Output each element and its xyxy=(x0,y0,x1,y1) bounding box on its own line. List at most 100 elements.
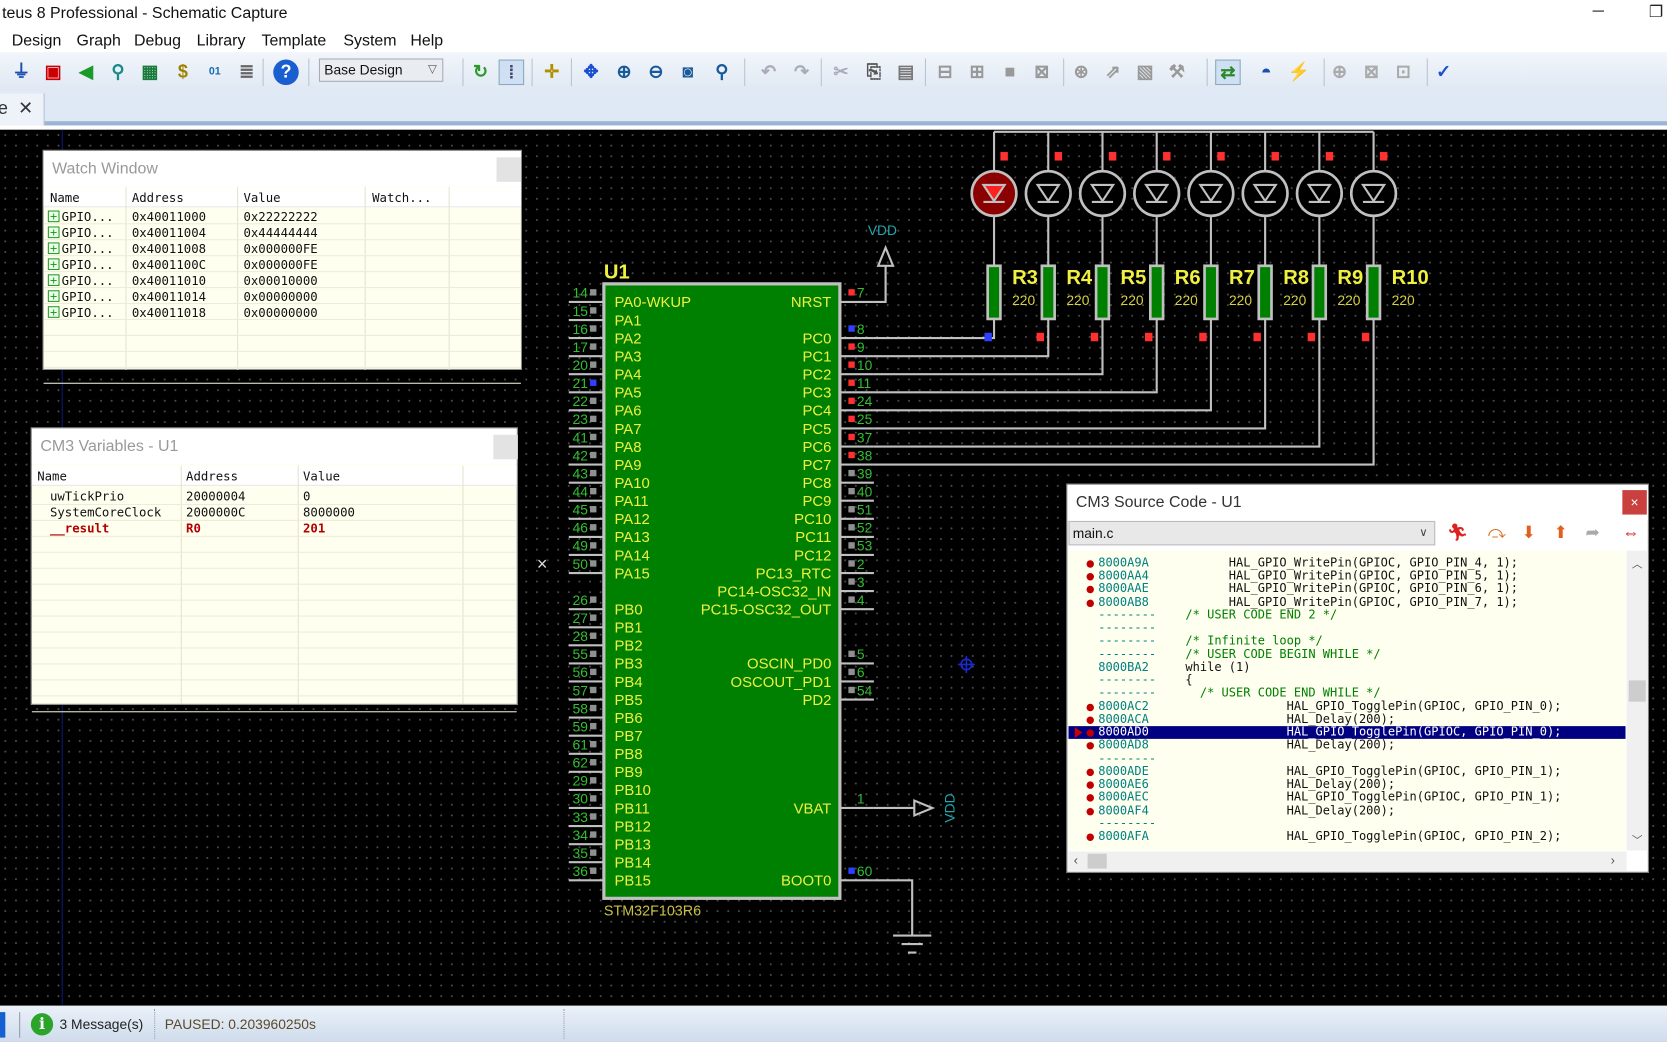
code-line[interactable]: 8000AB8 HAL_GPIO_WritePin(GPIOC, GPIO_PI… xyxy=(1068,595,1625,609)
tab-schematic[interactable]: e ✕ xyxy=(0,93,45,126)
code-line[interactable]: 8000A9A HAL_GPIO_WritePin(GPIOC, GPIO_PI… xyxy=(1068,556,1625,570)
resistor[interactable] xyxy=(986,264,1002,321)
component-mode-icon[interactable]: ⏚ xyxy=(12,61,31,82)
led[interactable] xyxy=(1349,169,1398,218)
code-line[interactable]: 8000AF4 HAL_Delay(200); xyxy=(1068,804,1625,817)
variables-window-close-button[interactable] xyxy=(493,434,518,460)
copy-icon[interactable]: ⎘ xyxy=(866,61,882,82)
step-into-icon[interactable]: ⬇ xyxy=(1521,524,1536,543)
source-window-close-button[interactable]: × xyxy=(1622,490,1647,515)
led[interactable] xyxy=(1133,169,1181,218)
make-device-icon[interactable]: ⇗ xyxy=(1105,61,1121,82)
led[interactable] xyxy=(1241,169,1289,218)
breakpoint-icon[interactable] xyxy=(1086,716,1094,724)
zoom-area-icon[interactable]: ⚲ xyxy=(715,61,729,82)
pan-icon[interactable]: ✥ xyxy=(583,61,599,82)
breakpoint-icon[interactable] xyxy=(1086,599,1094,607)
minimize-button[interactable]: ─ xyxy=(1592,2,1604,21)
code-line[interactable]: --------/* USER CODE END 2 */ xyxy=(1068,608,1625,622)
bill-of-materials-icon[interactable]: $ xyxy=(177,61,188,82)
wire[interactable] xyxy=(873,318,1212,412)
wire[interactable] xyxy=(873,318,996,340)
breakpoint-icon[interactable] xyxy=(1086,573,1094,581)
scroll-left-icon[interactable]: ‹ xyxy=(1073,852,1079,868)
menu-graph[interactable]: Graph xyxy=(76,31,121,50)
code-line[interactable]: 8000AFA HAL_GPIO_TogglePin(GPIOC, GPIO_P… xyxy=(1068,830,1625,843)
expand-icon[interactable]: + xyxy=(47,274,60,286)
resistor[interactable] xyxy=(1203,264,1219,321)
led[interactable] xyxy=(1024,169,1072,218)
column-header[interactable]: Address xyxy=(186,468,239,484)
menu-debug[interactable]: Debug xyxy=(133,31,181,50)
column-header[interactable]: Value xyxy=(302,468,341,484)
help-icon[interactable]: ? xyxy=(273,59,299,86)
scroll-right-icon[interactable]: › xyxy=(1610,852,1615,868)
wire[interactable] xyxy=(873,318,1050,358)
source-file-select[interactable]: main.c∨ xyxy=(1068,520,1436,546)
resistor[interactable] xyxy=(1257,264,1273,321)
wire[interactable] xyxy=(873,318,1375,466)
message-count[interactable]: 3 Message(s) xyxy=(59,1016,144,1033)
breakpoint-icon[interactable] xyxy=(1086,586,1094,594)
zoom-in-icon[interactable]: ⊕ xyxy=(616,61,632,82)
current-code-line[interactable]: 8000AD0 HAL_GPIO_TogglePin(GPIOC, GPIO_P… xyxy=(1068,725,1626,740)
expand-icon[interactable]: + xyxy=(47,242,60,255)
electrical-rule-check-icon[interactable]: ✓ xyxy=(1436,61,1452,82)
resistor[interactable] xyxy=(1311,264,1328,321)
code-line[interactable]: 8000ADE HAL_GPIO_TogglePin(GPIOC, GPIO_P… xyxy=(1068,764,1625,778)
expand-icon[interactable]: + xyxy=(47,290,60,302)
refresh-icon[interactable]: ↻ xyxy=(472,61,489,82)
breakpoint-icon[interactable] xyxy=(1086,794,1094,802)
mcu-body[interactable] xyxy=(602,282,842,900)
goto-sheet-icon[interactable]: ⊡ xyxy=(1395,61,1411,82)
power-terminal[interactable] xyxy=(876,244,895,267)
code-line[interactable]: --------{ xyxy=(1068,673,1625,687)
resistor[interactable] xyxy=(1365,264,1382,321)
run-icon[interactable]: 🏃︎ xyxy=(1446,524,1469,543)
menu-system[interactable]: System xyxy=(343,31,397,50)
breakpoint-icon[interactable] xyxy=(1086,703,1094,711)
expand-icon[interactable]: + xyxy=(47,226,60,239)
led[interactable] xyxy=(1295,169,1344,218)
code-line[interactable]: 8000ACA HAL_Delay(200); xyxy=(1068,712,1625,726)
wire[interactable] xyxy=(873,318,1321,448)
breakpoint-icon[interactable] xyxy=(1086,807,1094,815)
code-line[interactable]: -------- xyxy=(1068,751,1625,765)
wire[interactable] xyxy=(873,318,1104,376)
zoom-all-icon[interactable]: ◙ xyxy=(682,61,694,82)
power-terminal[interactable] xyxy=(913,798,936,818)
block-delete-icon[interactable]: ⊠ xyxy=(1034,61,1050,82)
cut-icon[interactable]: ✂ xyxy=(833,61,849,82)
block-move-icon[interactable]: ⊞ xyxy=(969,61,985,82)
hscroll-thumb[interactable] xyxy=(1087,853,1107,869)
code-line[interactable]: 8000AAE HAL_GPIO_WritePin(GPIOC, GPIO_PI… xyxy=(1068,582,1625,596)
probe-icon[interactable]: ⚲ xyxy=(111,61,125,82)
expand-icon[interactable]: + xyxy=(47,210,60,223)
wire[interactable] xyxy=(873,318,1158,394)
column-header[interactable]: Name xyxy=(49,190,80,206)
step-out-icon[interactable]: ⬆ xyxy=(1553,524,1568,543)
origin-icon[interactable]: ✛ xyxy=(544,61,560,82)
pick-device-icon[interactable]: ⊛ xyxy=(1073,61,1089,82)
menu-help[interactable]: Help xyxy=(410,31,444,50)
new-sheet-icon[interactable]: ⊕ xyxy=(1331,61,1348,82)
redo-icon[interactable]: ↷ xyxy=(794,61,810,82)
expand-icon[interactable]: + xyxy=(47,306,60,318)
resistor[interactable] xyxy=(1148,264,1165,321)
block-rotate-icon[interactable]: ■ xyxy=(1004,61,1016,82)
toggle-breakpoint-icon[interactable]: ⇔ xyxy=(1622,524,1640,543)
scroll-down-icon[interactable]: ﹀ xyxy=(1631,835,1643,848)
code-line[interactable]: --------/* Infinite loop */ xyxy=(1068,634,1625,648)
block-copy-icon[interactable]: ⊟ xyxy=(937,61,953,82)
wire[interactable] xyxy=(873,879,914,936)
breakpoint-icon[interactable] xyxy=(1086,781,1094,789)
run-to-cursor-icon[interactable]: ➦ xyxy=(1585,524,1600,543)
zoom-out-icon[interactable]: ⊖ xyxy=(648,61,664,82)
netlist-icon[interactable]: ≣ xyxy=(239,61,255,82)
